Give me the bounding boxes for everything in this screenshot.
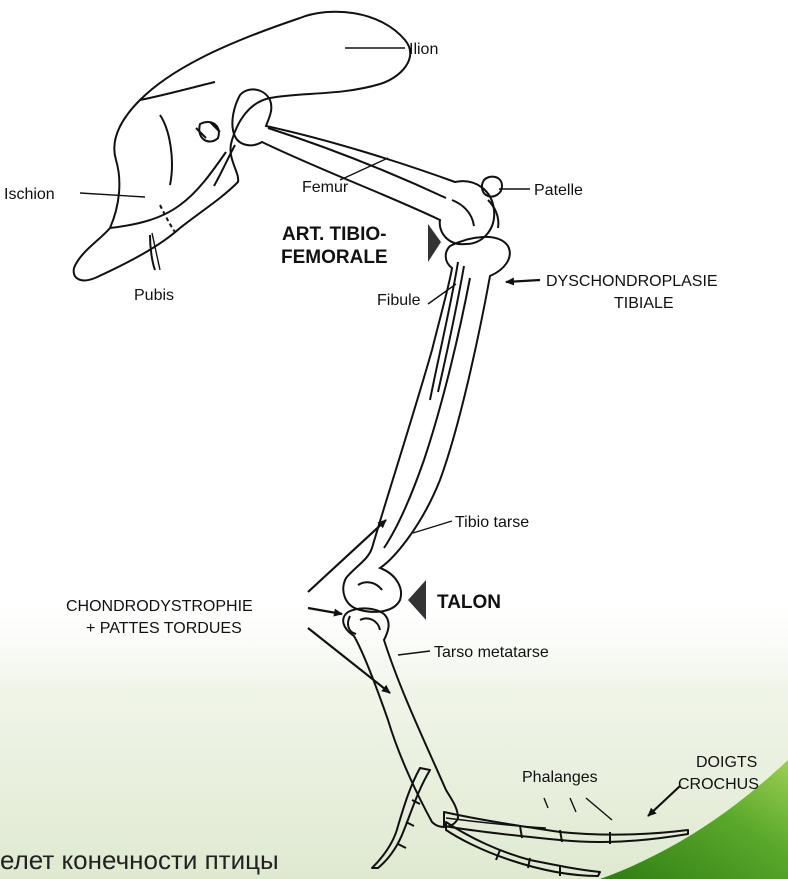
label-dyschondroplasie-2: TIBIALE bbox=[614, 295, 674, 312]
label-dyschondroplasie-1: DYSCHONDROPLASIE bbox=[546, 273, 718, 290]
label-femur: Femur bbox=[302, 179, 349, 196]
label-fibule: Fibule bbox=[377, 292, 421, 309]
tibiotarsus-bone bbox=[343, 237, 509, 612]
figure-caption: елет конечности птицы bbox=[0, 845, 279, 876]
label-tibio-tarse: Tibio tarse bbox=[455, 514, 529, 531]
label-patelle: Patelle bbox=[534, 182, 583, 199]
label-talon: TALON bbox=[437, 592, 501, 613]
label-phalanges: Phalanges bbox=[522, 769, 598, 786]
art-tibiofemorale-pointer bbox=[428, 224, 441, 262]
label-tarso-metatarse: Tarso metatarse bbox=[434, 644, 549, 661]
label-ischion: Ischion bbox=[4, 186, 55, 203]
label-art-tibiofemorale-2: FEMORALE bbox=[281, 247, 388, 268]
label-doigts: DOIGTS bbox=[696, 754, 757, 771]
femur-bone bbox=[232, 89, 494, 244]
label-crochus: CROCHUS bbox=[678, 776, 759, 793]
label-pubis: Pubis bbox=[134, 287, 174, 304]
label-chondrodystrophie-1: CHONDRODYSTROPHIE bbox=[66, 598, 253, 615]
label-ilion: Ilion bbox=[409, 41, 438, 58]
label-art-tibiofemorale-1: ART. TIBIO- bbox=[282, 224, 387, 245]
label-chondrodystrophie-2: + PATTES TORDUES bbox=[86, 620, 242, 637]
